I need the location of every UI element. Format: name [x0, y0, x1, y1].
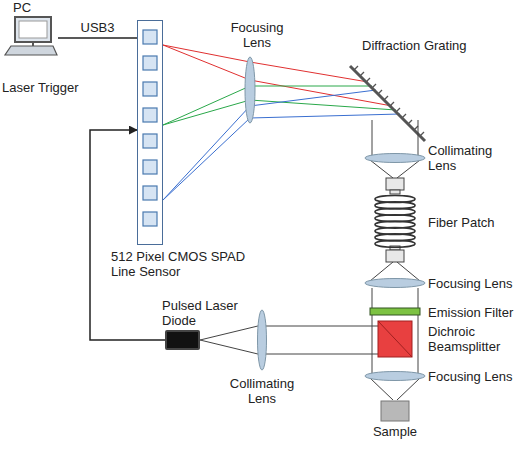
part-label: Emission Filter	[428, 305, 524, 320]
fiber-connector	[386, 250, 404, 262]
part-label: Focusing Lens	[222, 20, 292, 50]
connector	[90, 130, 165, 340]
sensor-pixel	[143, 56, 157, 70]
part-label: Dichroic Beamsplitter	[428, 324, 524, 354]
focusing-lens	[365, 372, 425, 381]
sensor-pixels	[143, 30, 157, 226]
sensor-pixel	[143, 82, 157, 96]
focusing-lens	[245, 57, 255, 123]
sensor-pixel	[143, 108, 157, 122]
grating-tooth	[396, 108, 400, 112]
grating-tooth	[378, 90, 382, 94]
part-label: Diffraction Grating	[362, 38, 512, 53]
dichroic-cube	[378, 321, 412, 357]
diffraction-grating	[350, 66, 425, 141]
coil-turn	[375, 240, 415, 247]
grating-tooth	[390, 102, 394, 106]
sensor-pixel	[143, 134, 157, 148]
grating-tooth	[372, 84, 376, 88]
grating-tooth	[360, 72, 364, 76]
dichroic-diagonal	[378, 321, 412, 357]
fiber-connector	[390, 190, 400, 194]
part-label: Collimating Lens	[428, 143, 524, 173]
part-label: Focusing Lens	[428, 276, 524, 291]
part-label: Sample	[355, 424, 435, 439]
grating-tooth	[366, 78, 370, 82]
grating-tooth	[354, 66, 358, 70]
grating-tooth	[402, 114, 406, 118]
part-label: Fiber Patch	[428, 215, 524, 230]
line-sensor: 512 Pixel CMOS SPAD Line Sensor	[137, 20, 163, 245]
node-label: Pulsed Laser Diode	[162, 298, 257, 328]
grating-tooth	[414, 126, 418, 130]
sample	[381, 401, 409, 421]
edge-label: Laser Trigger	[2, 80, 86, 95]
emission-filter	[370, 308, 420, 315]
node-label: PC	[13, 0, 31, 15]
sensor-pixel	[143, 160, 157, 174]
sensor-pixel	[143, 186, 157, 200]
fiber-connector	[386, 178, 404, 190]
focusing-lens	[365, 279, 425, 288]
grating-tooth	[420, 132, 424, 136]
part-label: Focusing Lens	[428, 369, 524, 384]
grating-tooth	[408, 120, 412, 124]
grating-tooth	[384, 96, 388, 100]
sensor-pixel	[143, 30, 157, 44]
edge-label: USB3	[76, 20, 120, 35]
collimating-lens	[258, 310, 267, 370]
node-label: 512 Pixel CMOS SPAD Line Sensor	[111, 249, 261, 279]
grating-teeth	[354, 66, 424, 136]
part-label: Collimating Lens	[222, 376, 302, 406]
sensor-pixel	[143, 212, 157, 226]
connector	[58, 37, 137, 39]
computer-node: PC	[3, 0, 58, 58]
fiber-coil	[375, 196, 415, 248]
laser-diode: Pulsed Laser Diode	[165, 330, 200, 350]
dispersed-rays	[163, 45, 400, 200]
collimating-lens	[365, 154, 425, 163]
